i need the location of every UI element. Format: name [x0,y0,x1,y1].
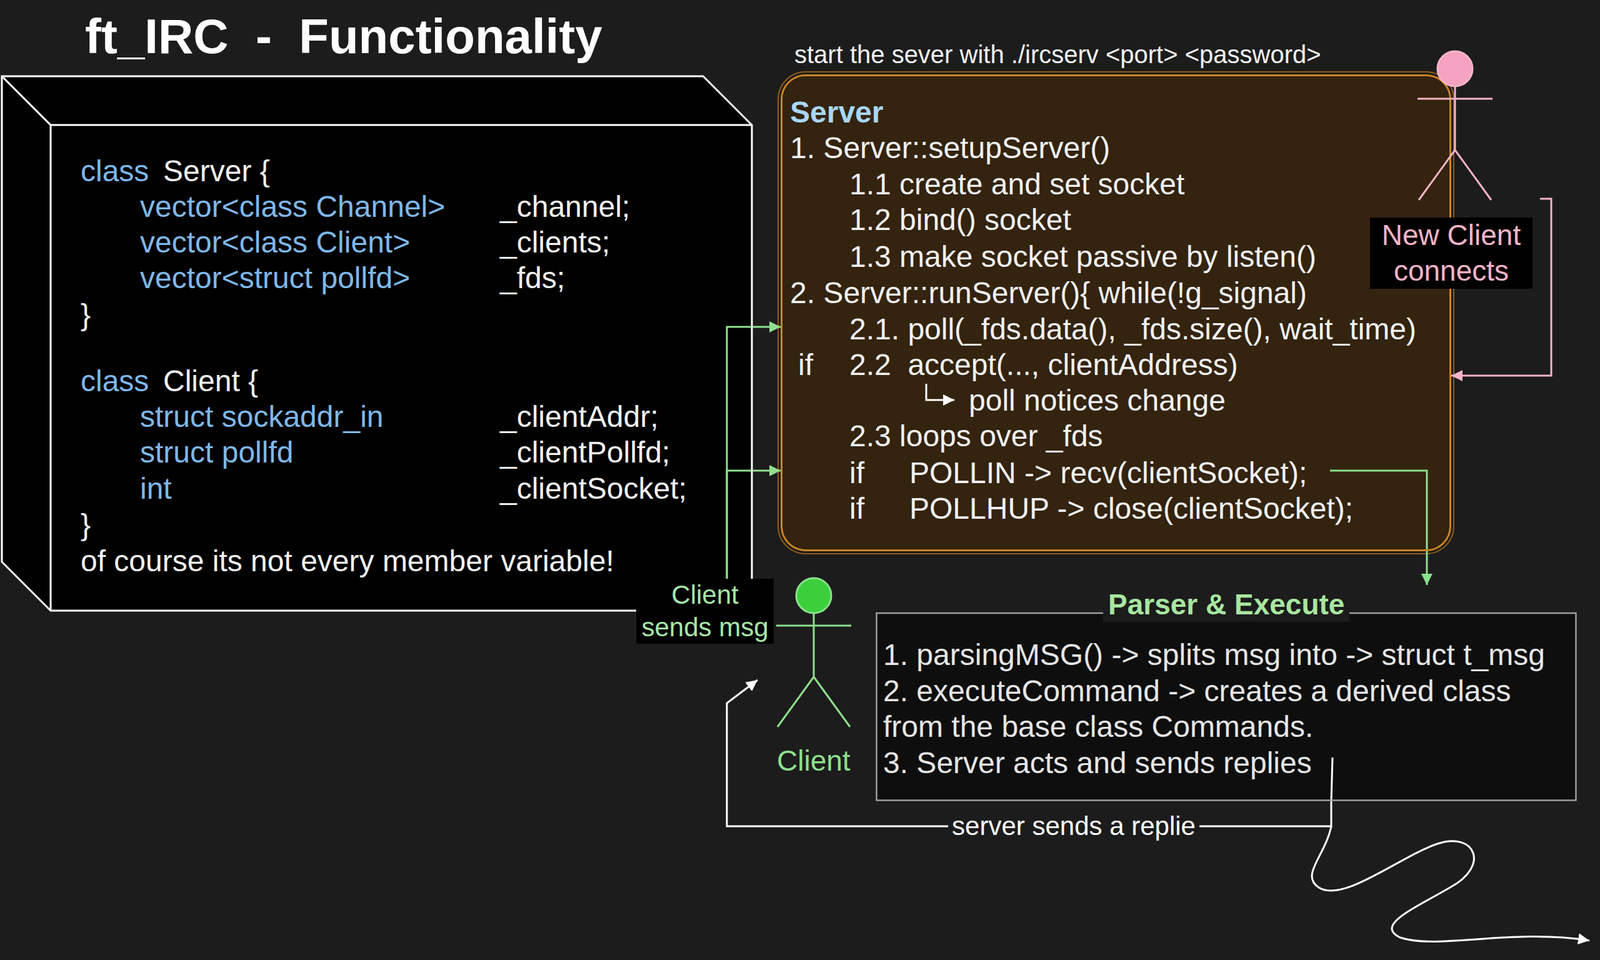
actor-label: Client [776,743,851,779]
server-step: 2. Server::runServer(){ while(!g_signal) [790,275,1307,311]
connector [1426,551,1429,585]
code-text: _channel; [500,188,630,225]
start-note: start the sever with ./ircserv <port> <p… [794,39,1322,70]
figure-head [1437,51,1473,87]
code-text: int [140,470,172,507]
code-text: Server { [163,153,270,189]
bent-arrow [926,383,955,400]
sketch-outline [778,71,1454,554]
server-step: 2.3 loops over _fds [849,418,1104,454]
code-text: Client { [163,363,259,399]
server-step: POLLHUP -> close(clientSocket); [909,490,1354,527]
new-client-actor: New Client connects [1370,50,1540,294]
code-text: _clientAddr; [500,398,659,435]
code-text: vector<struct pollfd> [140,260,410,296]
code-text: } [80,296,91,333]
server-step: 1. Server::setupServer() [790,130,1110,166]
cube-edge [1,76,752,611]
scribble [1311,826,1590,942]
code-text: _clients; [500,224,610,260]
parser-step: 3. Server acts and sends replies [883,745,1312,781]
code-text: class [80,153,149,189]
stick-figure [776,613,852,727]
parser-heading: Parser & Execute [1103,587,1350,622]
server-box: Server1. Server::setupServer()1.1 create… [780,74,1452,552]
server-heading: Server [790,94,884,130]
class-box: class Server {vector<class Channel> _chann… [1,76,752,611]
server-step: 1.3 make socket passive by listen() [849,238,1317,275]
server-step: 1.1 create and set socket [849,166,1185,202]
server-step: if [849,490,865,527]
box-outline [876,613,1577,801]
cube-fill [1,76,752,611]
server-fill [780,74,1452,552]
code-text: vector<class Channel> [140,188,445,225]
server-step: 1.2 bind() socket [849,201,1072,238]
actor-label: New Client connects [1370,217,1533,289]
parser-step: 1. parsingMSG() -> splits msg into -> st… [883,636,1545,673]
client-actor: Client [757,576,870,784]
code-text: of course its not every member variable! [80,543,615,579]
parser-fill [875,613,1577,802]
reply-lead [1331,757,1333,802]
code-text: _fds; [500,260,565,296]
stick-figure [1417,86,1493,200]
code-text: struct pollfd [140,434,294,470]
edge-label: server sends a replie [948,810,1200,843]
server-step: poll notices change [968,382,1226,419]
server-step: 2.1. poll(_fds.data(), _fds.size(), wait… [849,311,1417,347]
server-step: if [798,346,814,383]
figure-head [796,578,832,614]
page-title: ft_IRC - Functionality [85,8,603,65]
code-text: _clientPollfd; [500,434,670,470]
code-text: class [80,363,149,399]
code-text: struct sockaddr_in [140,398,384,435]
cube-outline [1,76,752,611]
code-text: } [80,506,91,543]
code-text: vector<class Client> [140,224,410,260]
parser-step: 2. executeCommand -> creates a derived c… [883,673,1546,745]
parser-box: Parser & Execute 1. parsingMSG() -> split… [875,587,1577,802]
server-step: 2.2 accept(..., clientAddress) [849,346,1239,383]
code-text: _clientSocket; [500,470,687,507]
server-step: POLLIN -> recv(clientSocket); [909,455,1307,491]
server-step: if [849,455,865,491]
edge-label: Client sends msg [636,578,774,644]
